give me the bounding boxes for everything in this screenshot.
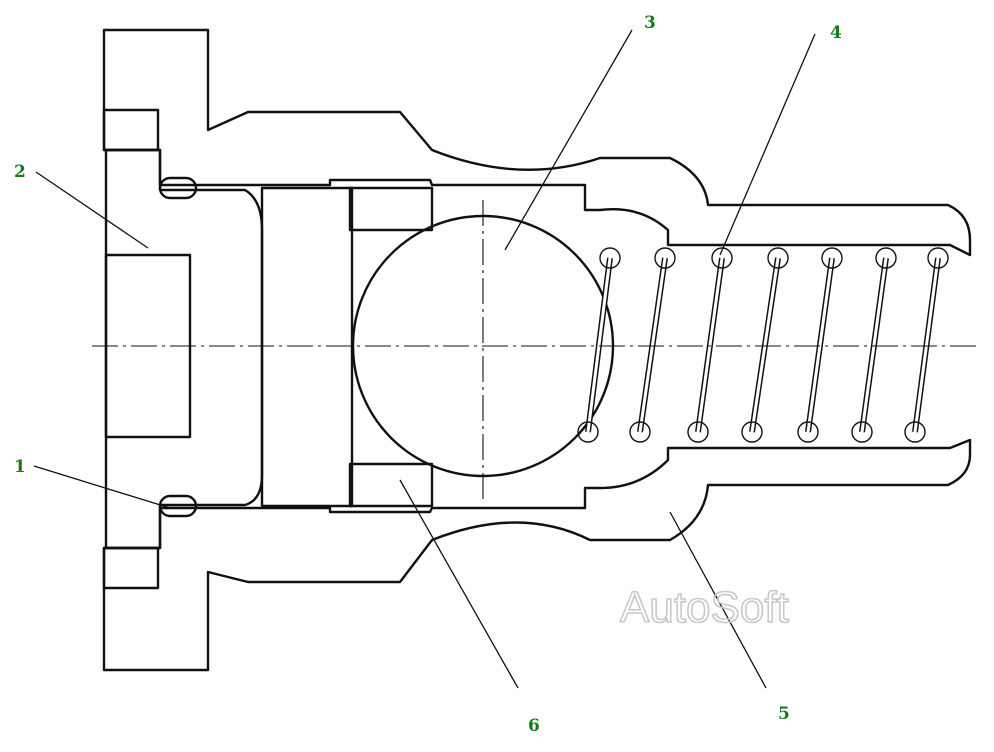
leader-lines [33, 29, 816, 689]
seat-ring-upper [348, 186, 434, 232]
o-ring-seals [158, 176, 198, 518]
spring-coils [585, 257, 941, 433]
housing-lower-section [102, 438, 972, 672]
callout-1: 1 [14, 457, 26, 477]
plug-2-body [104, 148, 264, 550]
bore-sleeve [260, 186, 354, 508]
leader-6 [399, 479, 519, 689]
o-ring-upper [158, 176, 198, 200]
watermark: AutoSoft [620, 583, 789, 632]
o-ring-lower [158, 494, 198, 518]
callout-6: 6 [528, 716, 540, 736]
callout-2: 2 [14, 162, 26, 182]
spring-wire-sections [577, 247, 949, 443]
callout-4: 4 [830, 23, 842, 43]
spring-4 [577, 247, 949, 443]
end-plate-bottom-lip [102, 546, 160, 590]
center-lines [92, 200, 980, 500]
housing-upper-section [102, 28, 972, 257]
leader-3 [504, 29, 633, 251]
leader-1 [33, 465, 171, 509]
leader-2 [35, 171, 149, 249]
end-plate-top-lip [102, 108, 160, 152]
callout-labels: 1 2 3 4 5 6 [14, 13, 842, 736]
plug-2 [104, 148, 264, 550]
seat-ring-lower [348, 462, 434, 508]
leader-5 [669, 511, 767, 689]
leader-4 [719, 33, 816, 256]
callout-3: 3 [644, 13, 656, 33]
seat-ring-6 [260, 186, 434, 508]
housing [102, 28, 972, 672]
callout-5: 5 [778, 704, 790, 724]
